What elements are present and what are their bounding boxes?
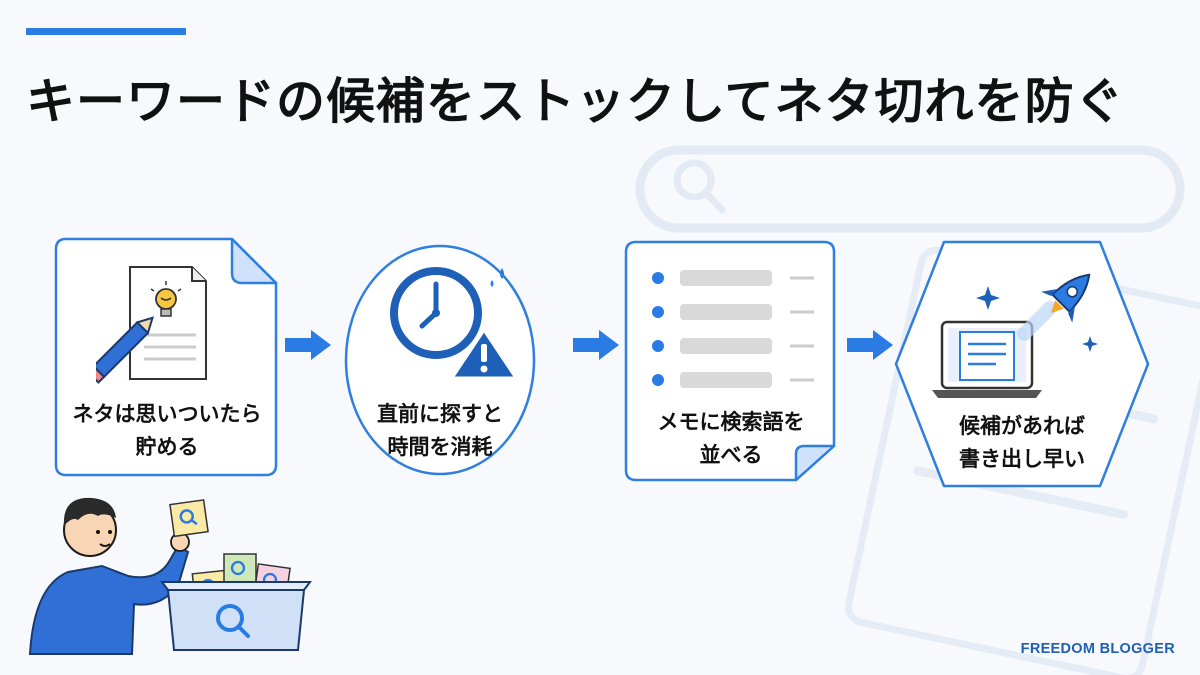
- bullet-list-icon: [652, 270, 814, 388]
- title-accent-bar: [26, 28, 186, 35]
- step-label-2: 直前に探すと時間を消耗: [377, 402, 503, 459]
- idea-note-pencil-icon: [96, 266, 207, 384]
- person-with-keyword-box-illustration: [28, 497, 312, 655]
- clock-warning-icon: [390, 267, 518, 380]
- step-card-3: [624, 240, 836, 482]
- flow-arrow-3: [847, 330, 893, 360]
- page-title: キーワードの候補をストックしてネタ切れを防ぐ: [26, 73, 1125, 130]
- brand-logo-text: FREEDOM BLOGGER: [1020, 641, 1175, 657]
- step-label-4: 候補があれば書き出し早い: [959, 414, 1085, 471]
- step-label-1: ネタは思いついたら貯める: [72, 402, 262, 459]
- step-label-3: メモに検索語を並べる: [657, 410, 805, 467]
- flow-arrow-1: [285, 330, 331, 360]
- flow-arrow-2: [573, 330, 619, 360]
- laptop-rocket-icon: [932, 273, 1098, 398]
